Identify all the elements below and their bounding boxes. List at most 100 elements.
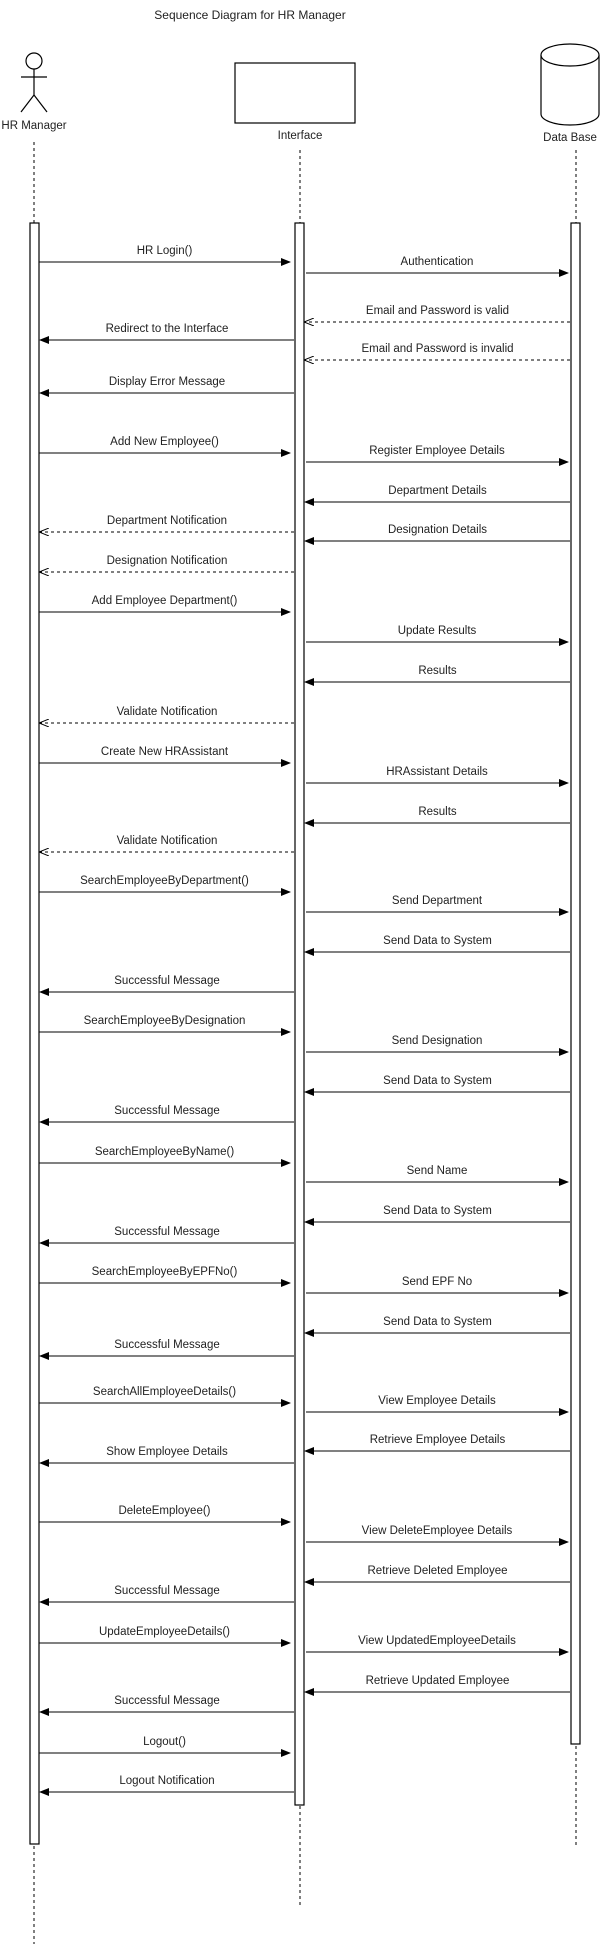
message-label: Results [418, 806, 457, 818]
message: SearchEmployeeByEPFNo() [39, 1266, 291, 1287]
message-label: View DeleteEmployee Details [362, 1525, 513, 1537]
message: Create New HRAssistant [39, 746, 291, 767]
message-label: HR Login() [137, 245, 193, 257]
message-label: Validate Notification [117, 835, 218, 847]
message-label: Retrieve Employee Details [370, 1434, 506, 1446]
message-label: SearchEmployeeByDesignation [84, 1015, 246, 1027]
message: SearchEmployeeByDepartment() [39, 875, 291, 896]
message-label: Create New HRAssistant [101, 746, 229, 758]
message: Display Error Message [39, 376, 294, 397]
message: Successful Message [39, 1105, 294, 1126]
message-label: UpdateEmployeeDetails() [99, 1626, 230, 1638]
message: Send Data to System [304, 1075, 570, 1096]
message: Successful Message [39, 1585, 294, 1606]
message-label: Retrieve Deleted Employee [368, 1565, 508, 1577]
message-label: Successful Message [114, 1695, 219, 1707]
participant-label-interface: Interface [278, 130, 323, 142]
message: View Employee Details [306, 1395, 569, 1416]
message: Retrieve Employee Details [304, 1434, 570, 1455]
message: DeleteEmployee() [39, 1505, 291, 1526]
hr-manager-actor-icon [20, 52, 48, 113]
message-label: Update Results [398, 625, 477, 637]
message: SearchAllEmployeeDetails() [39, 1386, 291, 1407]
message-label: Send Name [407, 1165, 468, 1177]
message-label: Results [418, 665, 457, 677]
message-label: Send Data to System [383, 1205, 492, 1217]
message-label: Validate Notification [117, 706, 218, 718]
message-label: Designation Notification [107, 555, 228, 567]
message-label: Successful Message [114, 1105, 219, 1117]
message: Send Data to System [304, 935, 570, 956]
message-label: Email and Password is valid [366, 305, 509, 317]
message-label: Redirect to the Interface [106, 323, 229, 335]
message-label: Logout Notification [119, 1775, 214, 1787]
message: SearchEmployeeByName() [39, 1146, 291, 1167]
message-label: Successful Message [114, 1585, 219, 1597]
message-label: Send Data to System [383, 935, 492, 947]
message-label: SearchEmployeeByDepartment() [80, 875, 249, 887]
message-label: Designation Details [388, 524, 487, 536]
message-label: Department Notification [107, 515, 227, 527]
message-label: HRAssistant Details [386, 766, 488, 778]
message-label: SearchEmployeeByName() [95, 1146, 235, 1158]
message: Validate Notification [40, 706, 294, 723]
database-cylinder-icon [540, 43, 600, 126]
diagram-title: Sequence Diagram for HR Manager [154, 8, 345, 22]
message: Retrieve Deleted Employee [304, 1565, 570, 1586]
message-label: Email and Password is invalid [361, 343, 513, 355]
message: Results [304, 806, 570, 827]
message-label: Logout() [143, 1736, 186, 1748]
message: Send Name [306, 1165, 569, 1186]
message: Register Employee Details [306, 445, 569, 466]
message-label: Send Data to System [383, 1316, 492, 1328]
message: Successful Message [39, 1339, 294, 1360]
message: View DeleteEmployee Details [306, 1525, 569, 1546]
message: Send Designation [306, 1035, 569, 1056]
message-label: DeleteEmployee() [118, 1505, 210, 1517]
message: HR Login() [39, 245, 291, 266]
message-label: Send Department [392, 895, 483, 907]
message: Department Notification [40, 515, 294, 532]
message-label: Authentication [401, 256, 474, 268]
message-label: Successful Message [114, 975, 219, 987]
message-label: SearchEmployeeByEPFNo() [92, 1266, 238, 1278]
message: Successful Message [39, 1226, 294, 1247]
message: Send Data to System [304, 1205, 570, 1226]
message-label: Successful Message [114, 1339, 219, 1351]
message-label: Add New Employee() [110, 436, 219, 448]
message: SearchEmployeeByDesignation [39, 1015, 291, 1036]
message: Authentication [306, 256, 569, 277]
message: Send Data to System [304, 1316, 570, 1337]
message: Show Employee Details [39, 1446, 294, 1467]
message-label: Send Designation [392, 1035, 483, 1047]
message: Designation Details [304, 524, 570, 545]
message-label: Department Details [388, 485, 487, 497]
message-label: Send EPF No [402, 1276, 472, 1288]
message: Logout Notification [39, 1775, 294, 1796]
activation-bar-interface [294, 222, 305, 1806]
message: Add Employee Department() [39, 595, 291, 616]
message: Successful Message [39, 975, 294, 996]
message-label: SearchAllEmployeeDetails() [93, 1386, 236, 1398]
message: Logout() [39, 1736, 291, 1757]
message-label: View Employee Details [378, 1395, 496, 1407]
message: Validate Notification [40, 835, 294, 852]
message: Department Details [304, 485, 570, 506]
activation-bar-database [570, 222, 581, 1745]
message: Results [304, 665, 570, 686]
message-label: Show Employee Details [106, 1446, 228, 1458]
message: UpdateEmployeeDetails() [39, 1626, 291, 1647]
message: Successful Message [39, 1695, 294, 1716]
message: View UpdatedEmployeeDetails [306, 1635, 569, 1656]
message: Redirect to the Interface [39, 323, 294, 344]
message-label: View UpdatedEmployeeDetails [358, 1635, 516, 1647]
message: HRAssistant Details [306, 766, 569, 787]
message: Send EPF No [306, 1276, 569, 1297]
participant-label-hr-manager: HR Manager [1, 120, 66, 132]
message: Designation Notification [40, 555, 294, 572]
message-label: Retrieve Updated Employee [366, 1675, 510, 1687]
interface-box [234, 62, 356, 124]
participant-label-database: Data Base [543, 132, 597, 144]
activation-bar-hr-manager [29, 222, 40, 1845]
message-label: Add Employee Department() [92, 595, 238, 607]
